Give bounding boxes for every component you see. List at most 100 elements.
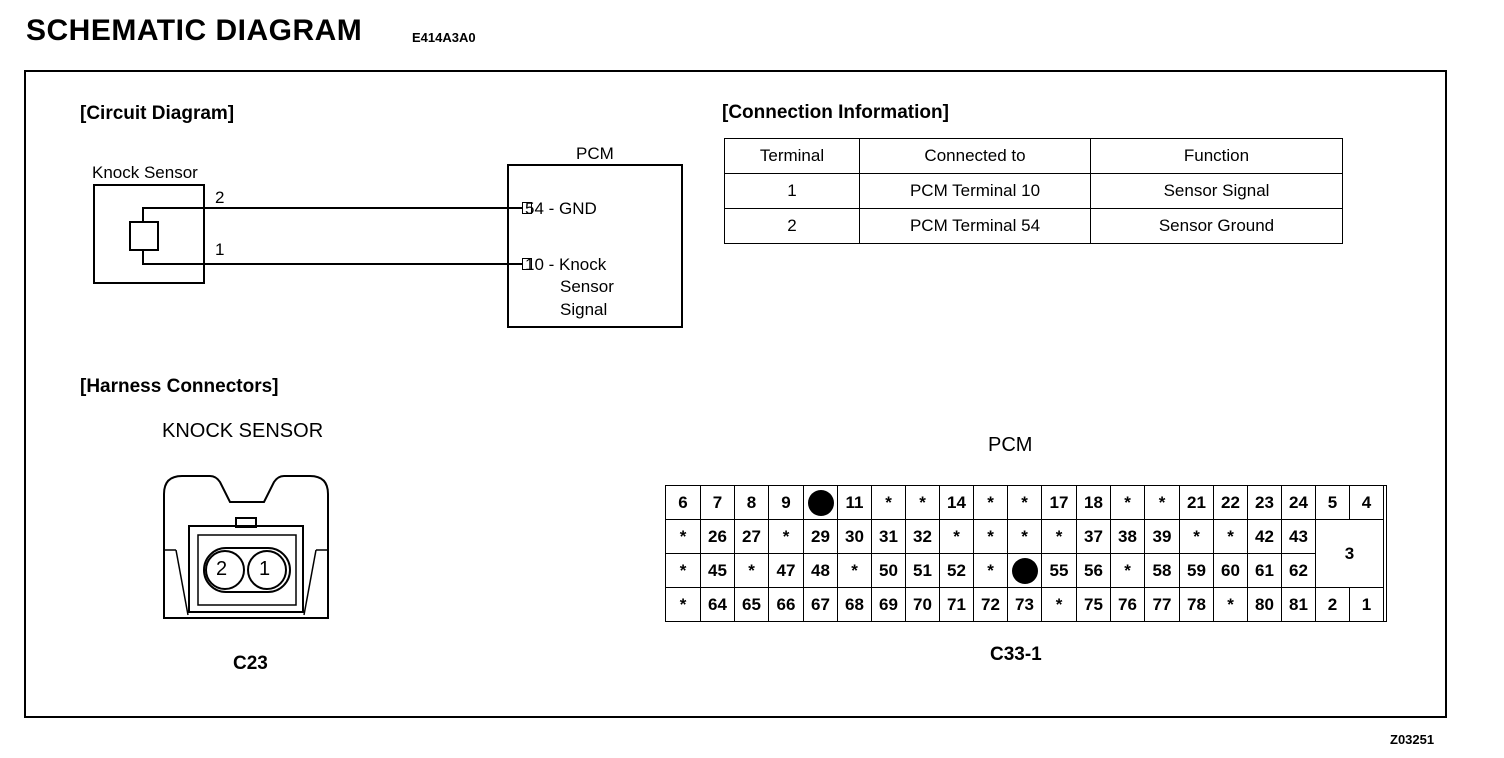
- pcm-pin-cell: 11: [838, 486, 872, 520]
- pcm-pin-cell: *: [769, 520, 804, 554]
- pcm-pin-cell: 43: [1282, 520, 1316, 554]
- harness-connectors-heading: [Harness Connectors]: [80, 376, 279, 397]
- pcm-pin-cell: 23: [1248, 486, 1282, 520]
- pcm-pin-cell: *: [906, 486, 940, 520]
- pcm-pin-cell: *: [1008, 486, 1042, 520]
- pcm-terminal-10-icon: [522, 258, 532, 270]
- pcm-pin-cell: *: [1214, 520, 1248, 554]
- pcm-pin-cell: 9: [769, 486, 804, 520]
- pcm-pin-cell: 42: [1248, 520, 1282, 554]
- pcm-pin-cell: 75: [1077, 588, 1111, 622]
- pcm-connector-title: PCM: [988, 434, 1033, 456]
- pcm-pin-cell: 55: [1042, 554, 1077, 588]
- diagram-frame: [24, 70, 1447, 718]
- pcm-pin-cell: 38: [1111, 520, 1145, 554]
- pcm-terminal-54-label: 54 - GND: [525, 199, 597, 218]
- pcm-label: PCM: [576, 144, 614, 163]
- table-cell: 2: [724, 208, 860, 244]
- connection-info-heading: [Connection Information]: [722, 102, 949, 123]
- pcm-pin-cell: *: [974, 486, 1008, 520]
- pcm-pin-cell: 60: [1214, 554, 1248, 588]
- table-cell: PCM Terminal 54: [859, 208, 1091, 244]
- pcm-pin-cell: *: [1214, 588, 1248, 622]
- pcm-pin-cell: 18: [1077, 486, 1111, 520]
- pcm-pin-cell: 7: [701, 486, 735, 520]
- pcm-pin-cell: *: [1145, 486, 1180, 520]
- pcm-terminal-10-label-line2: Sensor: [560, 277, 614, 296]
- pcm-pin-cell: 48: [804, 554, 838, 588]
- pcm-pin-cell: 30: [838, 520, 872, 554]
- pcm-pin-cell: 14: [940, 486, 974, 520]
- pcm-pin-cell: 31: [872, 520, 906, 554]
- occupied-pin-icon: [1011, 557, 1038, 584]
- pcm-pin-cell: 52: [940, 554, 974, 588]
- pcm-pin-cell: 81: [1282, 588, 1316, 622]
- pcm-pin-cell: *: [974, 520, 1008, 554]
- pcm-pin-cell: 26: [701, 520, 735, 554]
- pcm-pin-cell: 80: [1248, 588, 1282, 622]
- pcm-pin-cell: 45: [701, 554, 735, 588]
- pcm-pin-cell: 29: [804, 520, 838, 554]
- pcm-pin-cell: 4: [1350, 486, 1384, 520]
- knock-pin-1-label: 1: [259, 558, 271, 580]
- table-cell: 1: [724, 173, 860, 209]
- sensor-lead-top: [142, 208, 144, 222]
- pcm-pin-cell: 5: [1316, 486, 1350, 520]
- pcm-pin-cell: 58: [1145, 554, 1180, 588]
- table-cell: Sensor Ground: [1090, 208, 1343, 244]
- pcm-pin-cell: 65: [735, 588, 769, 622]
- circuit-diagram-heading: [Circuit Diagram]: [80, 103, 235, 124]
- wire-signal: [142, 263, 523, 265]
- pcm-pin-cell: 56: [1077, 554, 1111, 588]
- wire-gnd: [142, 207, 523, 209]
- pcm-pin-cell: 22: [1214, 486, 1248, 520]
- document-code: E414A3A0: [412, 30, 476, 45]
- pcm-pin-cell: 61: [1248, 554, 1282, 588]
- knock-pin-2-label: 2: [216, 558, 228, 580]
- knock-sensor-connector-title: KNOCK SENSOR: [162, 420, 324, 442]
- sensor-pin-1-label: 1: [215, 240, 225, 259]
- pcm-pin-cell: 59: [1180, 554, 1214, 588]
- pcm-pin-cell: *: [974, 554, 1008, 588]
- table-row: 1 PCM Terminal 10 Sensor Signal: [724, 173, 1343, 209]
- pcm-pin-cell: *: [1042, 520, 1077, 554]
- knock-sensor-box: [93, 184, 205, 284]
- pcm-pin-cell: 73: [1008, 588, 1042, 622]
- column-header: Connected to: [859, 138, 1091, 174]
- pcm-pin-cell: *: [666, 520, 701, 554]
- connection-table: Terminal Connected to Function 1 PCM Ter…: [724, 138, 1343, 244]
- pcm-pin-cell: *: [1042, 588, 1077, 622]
- pcm-pin-cell: *: [838, 554, 872, 588]
- pcm-pin-cell: 64: [701, 588, 735, 622]
- pcm-pin-cell: 21: [1180, 486, 1214, 520]
- column-header: Terminal: [724, 138, 860, 174]
- knock-sensor-connector-icon: [163, 475, 329, 619]
- pcm-terminal-10-label: 10 - Knock: [525, 255, 607, 274]
- pcm-pin-cell: *: [1008, 520, 1042, 554]
- pcm-pin-cell: *: [1111, 486, 1145, 520]
- pcm-pin-cell: 76: [1111, 588, 1145, 622]
- page-title: SCHEMATIC DIAGRAM: [26, 14, 363, 47]
- pcm-pin-cell: 51: [906, 554, 940, 588]
- pcm-pin-cell: 78: [1180, 588, 1214, 622]
- pcm-terminal-10-label-line3: Signal: [560, 300, 608, 319]
- table-cell: PCM Terminal 10: [859, 173, 1091, 209]
- pcm-pin-cell: 27: [735, 520, 769, 554]
- pcm-pin-cell: 39: [1145, 520, 1180, 554]
- column-header: Function: [1090, 138, 1343, 174]
- pcm-pin-cell: 37: [1077, 520, 1111, 554]
- table-row: 2 PCM Terminal 54 Sensor Ground: [724, 208, 1343, 244]
- pcm-pin-cell: 17: [1042, 486, 1077, 520]
- pcm-pin-cell: [1008, 554, 1042, 588]
- occupied-pin-icon: [807, 489, 834, 516]
- pcm-pin-cell: *: [1111, 554, 1145, 588]
- pcm-box: [507, 164, 683, 328]
- pcm-pin-cell: *: [1180, 520, 1214, 554]
- pcm-pin-cell: *: [666, 588, 701, 622]
- knock-sensor-label: Knock Sensor: [92, 163, 198, 182]
- pcm-pin-cell: 8: [735, 486, 769, 520]
- pcm-pin-cell: [804, 486, 838, 520]
- pcm-pin-cell: 32: [906, 520, 940, 554]
- pcm-pin-cell: 69: [872, 588, 906, 622]
